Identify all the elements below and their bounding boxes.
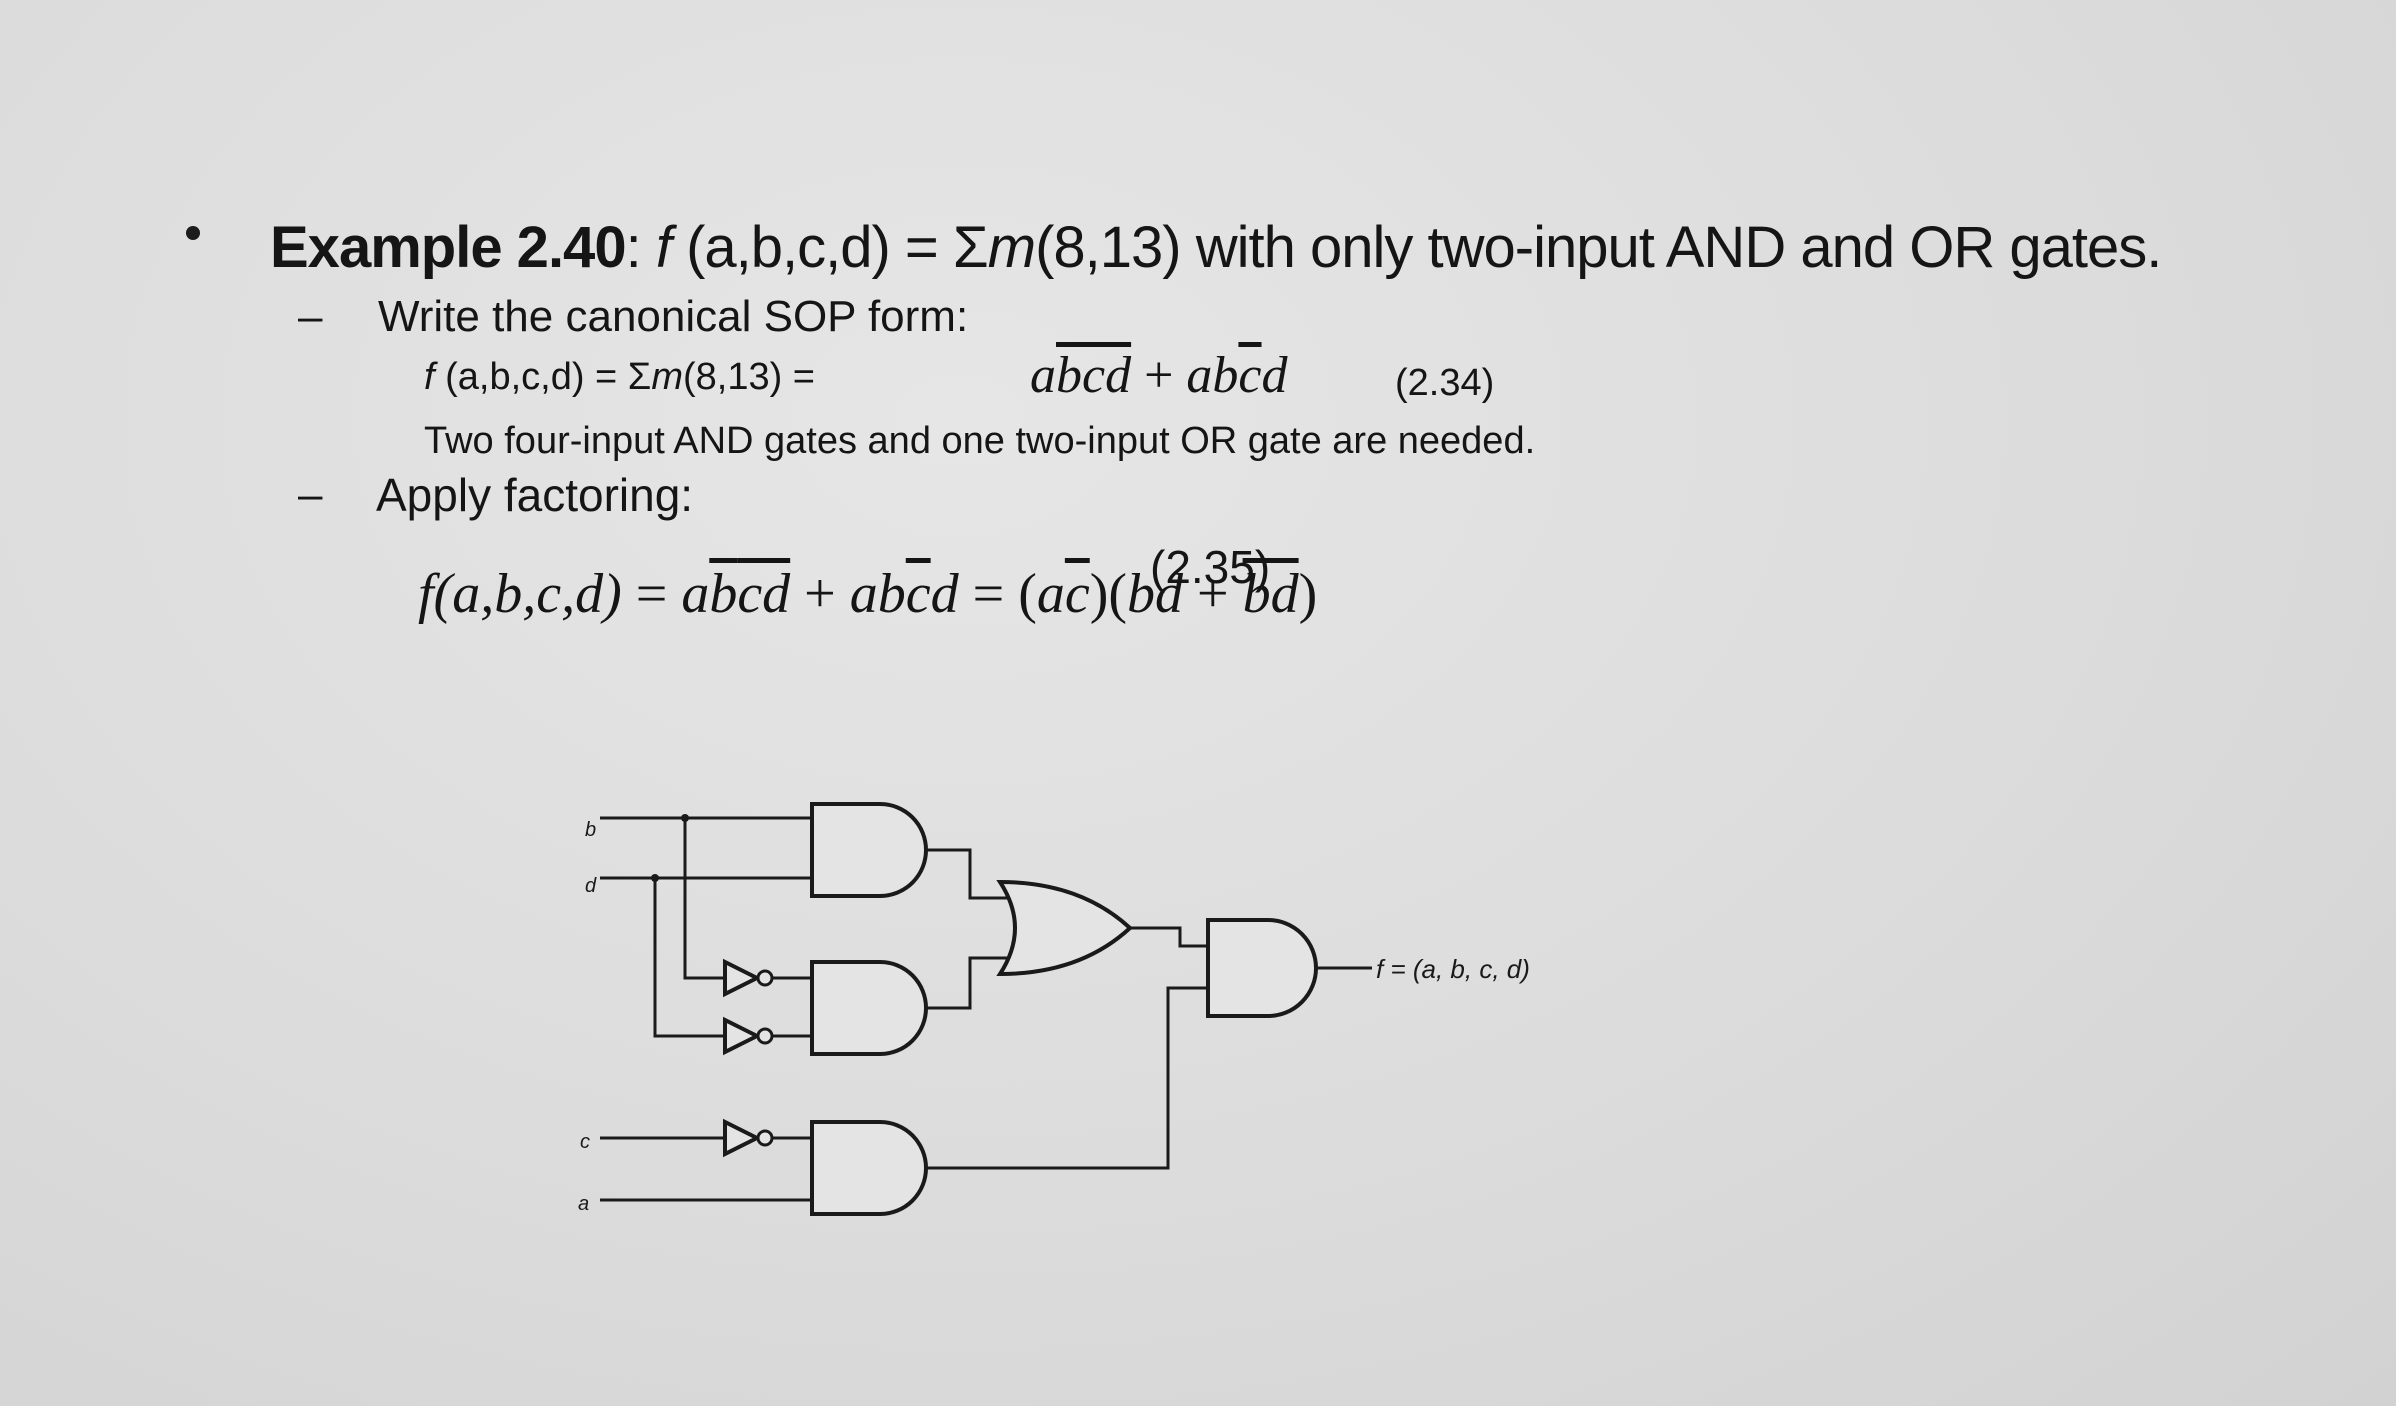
wire-d-branch: [653, 878, 725, 1038]
wire-b-branch: [683, 818, 725, 980]
equation-number-2-35: (2.35): [1150, 541, 1271, 593]
output-label: f = (a, b, c, d): [1376, 954, 1530, 984]
factored-expression: f(a,b,c,d) = abcd + abcd = (ac)(bd + bd): [418, 563, 1318, 625]
example-label: Example 2.40: [270, 215, 627, 280]
step-dash: –: [298, 470, 323, 519]
gate-requirement-note: Two four-input AND gates and one two-inp…: [424, 420, 1536, 462]
inverter-c-bubble: [756, 1129, 774, 1147]
equation-number-2-34: (2.34): [1395, 362, 1495, 404]
inverter-d-bubble: [756, 1027, 774, 1045]
step-write-sop: Write the canonical SOP form:: [378, 292, 969, 341]
example-heading: Example 2.40: f (a,b,c,d) = Σm(8,13) wit…: [270, 215, 2162, 280]
wire-and3-out: [926, 986, 1210, 1170]
wire-or-out: [1130, 926, 1210, 948]
input-label-a: a: [578, 1193, 589, 1215]
inverter-d: [723, 1016, 762, 1056]
canonical-sop-expression: abcd + abcd: [1030, 347, 1288, 404]
inverter-b-bubble: [756, 969, 774, 987]
and-gate-bd-complement: [810, 960, 928, 1056]
input-label-d: d: [585, 875, 597, 897]
input-label-c: c: [580, 1131, 590, 1153]
inverter-c: [723, 1118, 762, 1158]
inverter-b: [723, 958, 762, 998]
input-label-b: b: [585, 819, 596, 841]
bullet-point: [186, 226, 200, 240]
canonical-lhs: f (a,b,c,d) = Σm(8,13) =: [424, 356, 815, 398]
wire-and1-out: [926, 848, 1010, 900]
step-dash: –: [298, 292, 323, 341]
or-gate: [996, 879, 1133, 977]
and-gate-final: [1206, 918, 1318, 1018]
and-gate-bd: [810, 802, 928, 898]
and-gate-ac: [810, 1120, 928, 1216]
step-apply-factoring: Apply factoring:: [376, 469, 694, 521]
wire-and2-out: [926, 956, 1010, 1010]
